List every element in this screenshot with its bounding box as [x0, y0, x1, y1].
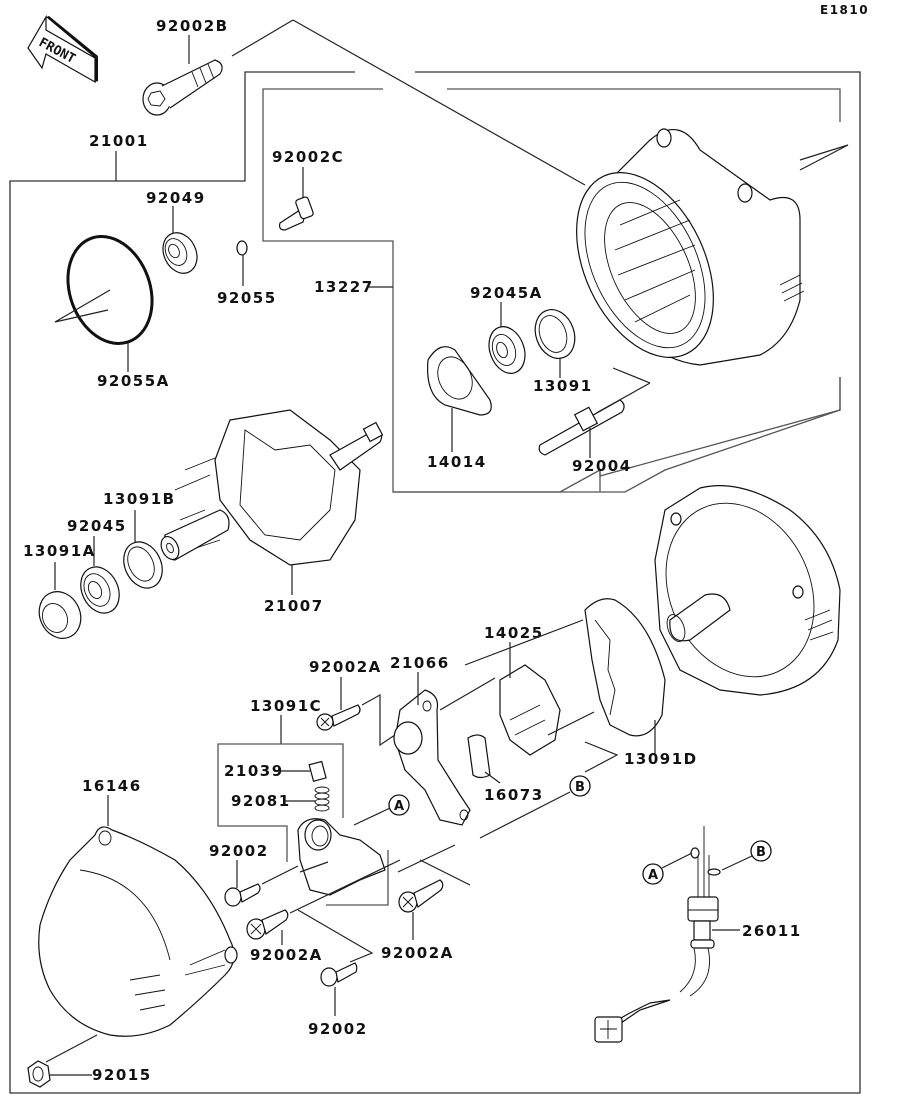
screw-92002-left: [224, 883, 261, 907]
part-label-13091C: 13091C: [250, 697, 322, 715]
stator-housing: [576, 128, 805, 366]
brush-holder: [297, 818, 386, 896]
part-label-92002A-right: 92002A: [381, 944, 454, 962]
screw-92002-bottom: [320, 962, 358, 987]
o-ring-92055: [236, 240, 248, 256]
callout-b-harness: [750, 840, 772, 862]
part-label-16073: 16073: [484, 786, 544, 804]
rectifier-14025: [499, 664, 561, 756]
callout-a-label: A: [394, 799, 404, 814]
callout-a-harness: [642, 863, 664, 885]
o-ring-92055A: [66, 235, 154, 345]
bearing-92045: [80, 566, 120, 614]
callout-b-harness-label: B: [756, 845, 766, 860]
regulator-21066: [393, 689, 471, 826]
brush-16073: [467, 734, 491, 779]
brush-21039: [308, 760, 327, 782]
bearing-92049: [162, 232, 198, 274]
part-label-92015: 92015: [92, 1066, 152, 1084]
cover-16146: [38, 826, 238, 1037]
callout-a-harness-label: A: [648, 868, 658, 883]
part-label-92049: 92049: [146, 189, 206, 207]
part-label-21039: 21039: [224, 762, 284, 780]
brush-plate-13091D: [584, 598, 666, 737]
screw-92002A-top: [316, 704, 361, 731]
part-label-92002A-top: 92002A: [309, 658, 382, 676]
group-frame-21001: [9, 71, 861, 1094]
part-label-13091A: 13091A: [23, 542, 96, 560]
part-label-13091B: 13091B: [103, 490, 176, 508]
bolt-92002C: [278, 196, 314, 231]
callout-b-label: B: [575, 780, 585, 795]
part-label-92045A: 92045A: [470, 284, 543, 302]
diagram-code: E1810: [820, 3, 869, 17]
part-label-13091D: 13091D: [624, 750, 698, 768]
part-label-92002B: 92002B: [156, 17, 229, 35]
callout-b-brush: [569, 775, 591, 797]
nut-92015: [27, 1060, 51, 1088]
seal-13091: [534, 309, 576, 359]
part-label-14025: 14025: [484, 624, 544, 642]
rotor-21007: [160, 409, 384, 566]
part-label-92002-bottom: 92002: [308, 1020, 368, 1038]
part-label-92055A: 92055A: [97, 372, 170, 390]
screw-92002A-right: [398, 879, 444, 913]
part-label-21001: 21001: [89, 132, 149, 150]
stud-92004: [538, 399, 625, 456]
plate-14014: [427, 346, 492, 416]
wire-harness-26011: [594, 826, 721, 1043]
part-label-21007: 21007: [264, 597, 324, 615]
part-label-26011: 26011: [742, 922, 802, 940]
bolt-92002B: [142, 59, 223, 116]
screw-92002A-left: [246, 909, 289, 940]
front-arrow-icon: FRONT: [27, 14, 98, 84]
collar-13091A: [38, 591, 82, 639]
part-label-16146: 16146: [82, 777, 142, 795]
seal-13091B: [123, 541, 163, 589]
spring-92081: [314, 786, 330, 812]
part-label-21066: 21066: [390, 654, 450, 672]
callout-a-regulator: [388, 794, 410, 816]
rear-housing: [654, 485, 841, 696]
part-label-92002-left: 92002: [209, 842, 269, 860]
part-label-13227: 13227: [314, 278, 374, 296]
part-label-92081: 92081: [231, 792, 291, 810]
part-label-92002C: 92002C: [272, 148, 344, 166]
part-label-92045: 92045: [67, 517, 127, 535]
part-label-92055: 92055: [217, 289, 277, 307]
part-label-13091: 13091: [533, 377, 593, 395]
part-label-92004: 92004: [572, 457, 632, 475]
bearing-92045A: [488, 326, 526, 374]
part-label-14014: 14014: [427, 453, 487, 471]
part-label-92002A-left: 92002A: [250, 946, 323, 964]
